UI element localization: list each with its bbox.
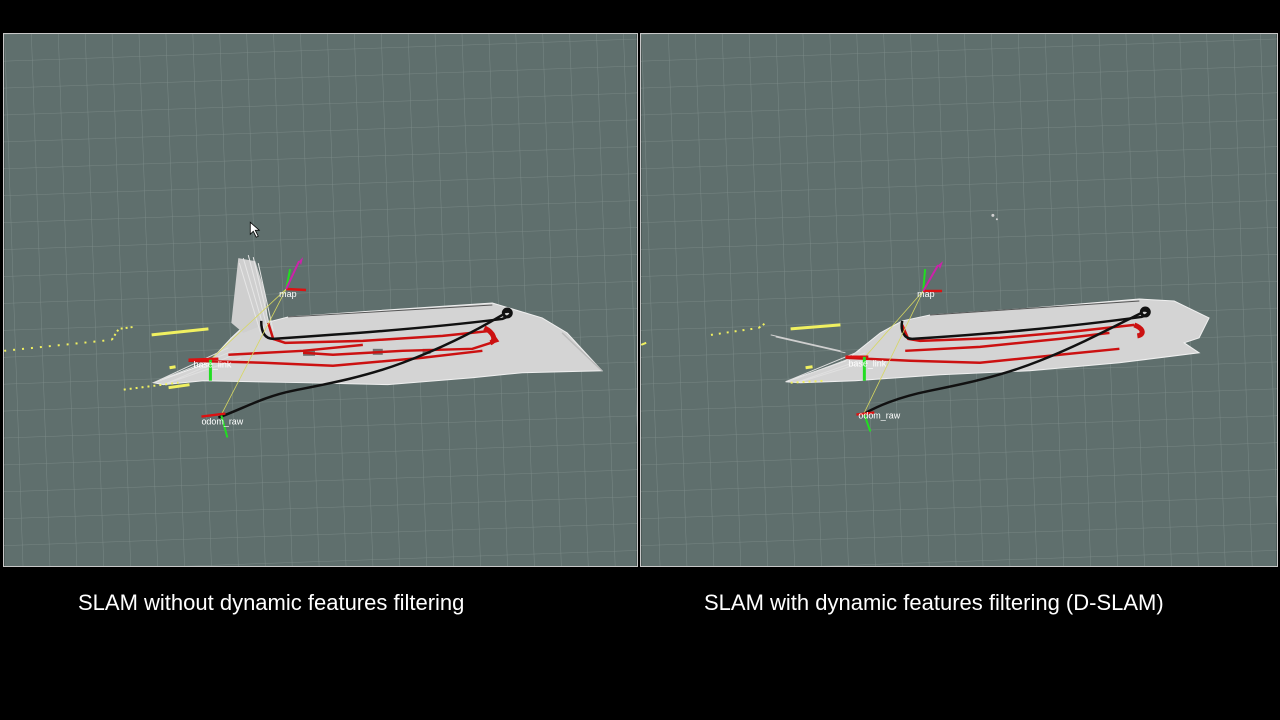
trajectory-odometry	[863, 306, 1151, 415]
grid-lines	[4, 34, 637, 566]
right-caption: SLAM with dynamic features filtering (D-…	[704, 590, 1164, 615]
left-map-canvas[interactable]: map base_link odom_raw	[4, 34, 637, 566]
map-frame-label: map	[917, 289, 934, 299]
left-caption: SLAM without dynamic features filtering	[78, 590, 465, 615]
trajectory-odometry	[217, 307, 513, 419]
right-map-canvas[interactable]: map base_link odom_raw	[641, 34, 1277, 566]
grid-lines	[641, 34, 1277, 566]
map-frame-label: map	[279, 289, 296, 299]
map-frame-axes: map	[279, 257, 307, 299]
tf-links	[210, 288, 287, 415]
base-frame-label: base_link	[193, 360, 231, 370]
tf-links	[863, 290, 924, 413]
mouse-cursor-icon	[249, 221, 261, 238]
base-frame-axes: base_link	[188, 357, 232, 381]
odom-frame-axes: odom_raw	[856, 411, 901, 432]
odom-frame-label: odom_raw	[858, 411, 900, 421]
left-rviz-viewport[interactable]: map base_link odom_raw	[3, 33, 638, 567]
odom-frame-label: odom_raw	[201, 417, 243, 427]
map-frame-axes: map	[917, 261, 944, 299]
laser-scan	[4, 325, 209, 391]
right-rviz-viewport[interactable]: map base_link odom_raw	[640, 33, 1278, 567]
base-frame-label: base_link	[848, 359, 886, 369]
occupancy-map	[770, 213, 1210, 384]
laser-scan	[641, 322, 841, 384]
odom-frame-axes: odom_raw	[201, 412, 244, 438]
base-frame-axes: base_link	[845, 355, 887, 381]
